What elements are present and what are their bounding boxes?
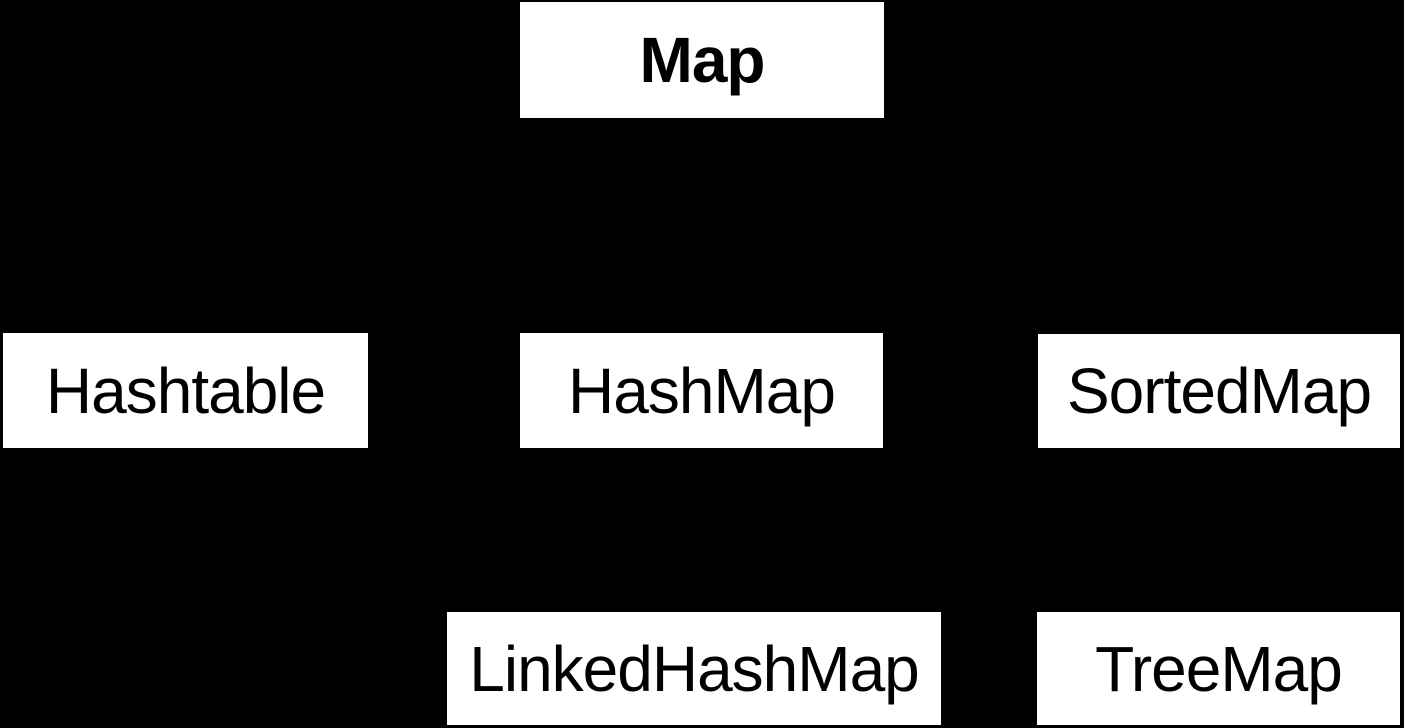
- node-hashtable: Hashtable: [3, 333, 368, 448]
- node-linkedhashmap-label: LinkedHashMap: [469, 632, 919, 705]
- node-map-label: Map: [639, 24, 766, 96]
- node-sortedmap-label: SortedMap: [1066, 355, 1372, 427]
- node-map: Map: [520, 2, 884, 118]
- node-hashmap-label: HashMap: [568, 354, 836, 427]
- node-treemap-label: TreeMap: [1095, 632, 1343, 705]
- node-treemap: TreeMap: [1037, 612, 1400, 725]
- node-hashmap: HashMap: [520, 333, 883, 448]
- node-sortedmap: SortedMap: [1038, 334, 1400, 448]
- node-linkedhashmap: LinkedHashMap: [447, 612, 941, 725]
- node-hashtable-label: Hashtable: [45, 354, 326, 427]
